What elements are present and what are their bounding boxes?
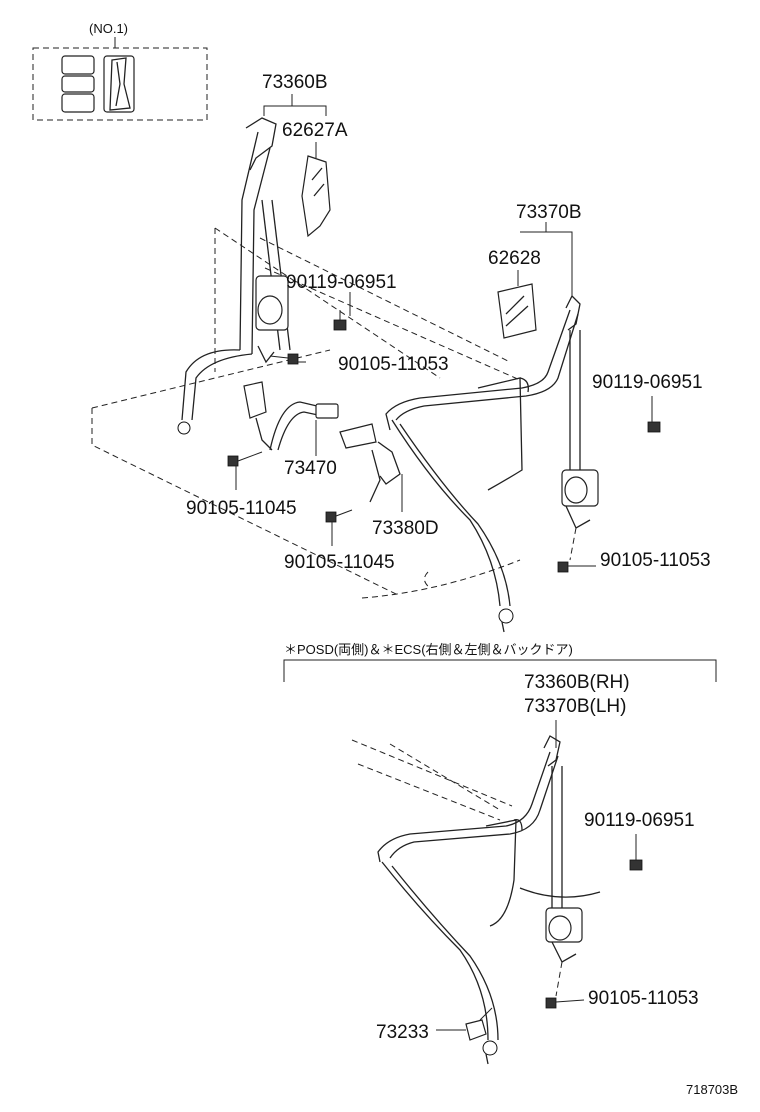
label-73470: 73470 <box>284 458 337 479</box>
bolt-90119-rh <box>333 310 347 331</box>
diagram-id: 718703B <box>686 1082 738 1097</box>
bolt-90105-11045-b <box>325 509 353 546</box>
variant-bracket <box>283 659 717 682</box>
bolt-90105-11053-b <box>557 527 596 573</box>
label-90105-11045-b: 90105-11045 <box>284 552 395 573</box>
upper-assembly <box>91 94 661 633</box>
label-73370B-LH: 73370B(LH) <box>524 696 626 717</box>
label-90105-11045-a: 90105-11045 <box>186 498 297 519</box>
label-90105-11053-c: 90105-11053 <box>588 988 699 1009</box>
lower-assembly <box>351 720 643 1065</box>
label-90105-11053-a: 90105-11053 <box>338 354 449 375</box>
buckle-73380D <box>339 423 377 449</box>
cover-62628 <box>497 283 537 339</box>
label-90119-06951-b: 90119-06951 <box>592 372 703 393</box>
label-73360B-RH: 73360B(RH) <box>524 672 630 693</box>
buckle-73470 <box>243 381 267 419</box>
bolt-90119-lower <box>629 834 643 871</box>
label-62627A: 62627A <box>282 120 348 141</box>
label-73360B: 73360B <box>262 72 328 93</box>
label-90119-06951-a: 90119-06951 <box>286 272 397 293</box>
bolt-90119-lh <box>647 396 661 433</box>
label-90105-11053-b: 90105-11053 <box>600 550 711 571</box>
cover-62627A <box>301 155 331 238</box>
inset-no1: (NO.1) <box>32 21 208 121</box>
label-62628: 62628 <box>488 248 541 269</box>
label-73233: 73233 <box>376 1022 429 1043</box>
bolt-90105-11045-a <box>227 451 263 490</box>
label-73380D: 73380D <box>372 518 439 539</box>
label-90119-06951-c: 90119-06951 <box>584 810 695 831</box>
inset-label: (NO.1) <box>89 21 128 36</box>
label-73370B: 73370B <box>516 202 582 223</box>
bolt-90105-11053-a <box>269 353 306 365</box>
clip-73233 <box>465 1019 487 1041</box>
bolt-90105-11053-lower <box>545 961 585 1009</box>
variant-note: ＊POSD(両側)＆＊ECS(右側＆左側＆バックドア) <box>284 642 573 657</box>
